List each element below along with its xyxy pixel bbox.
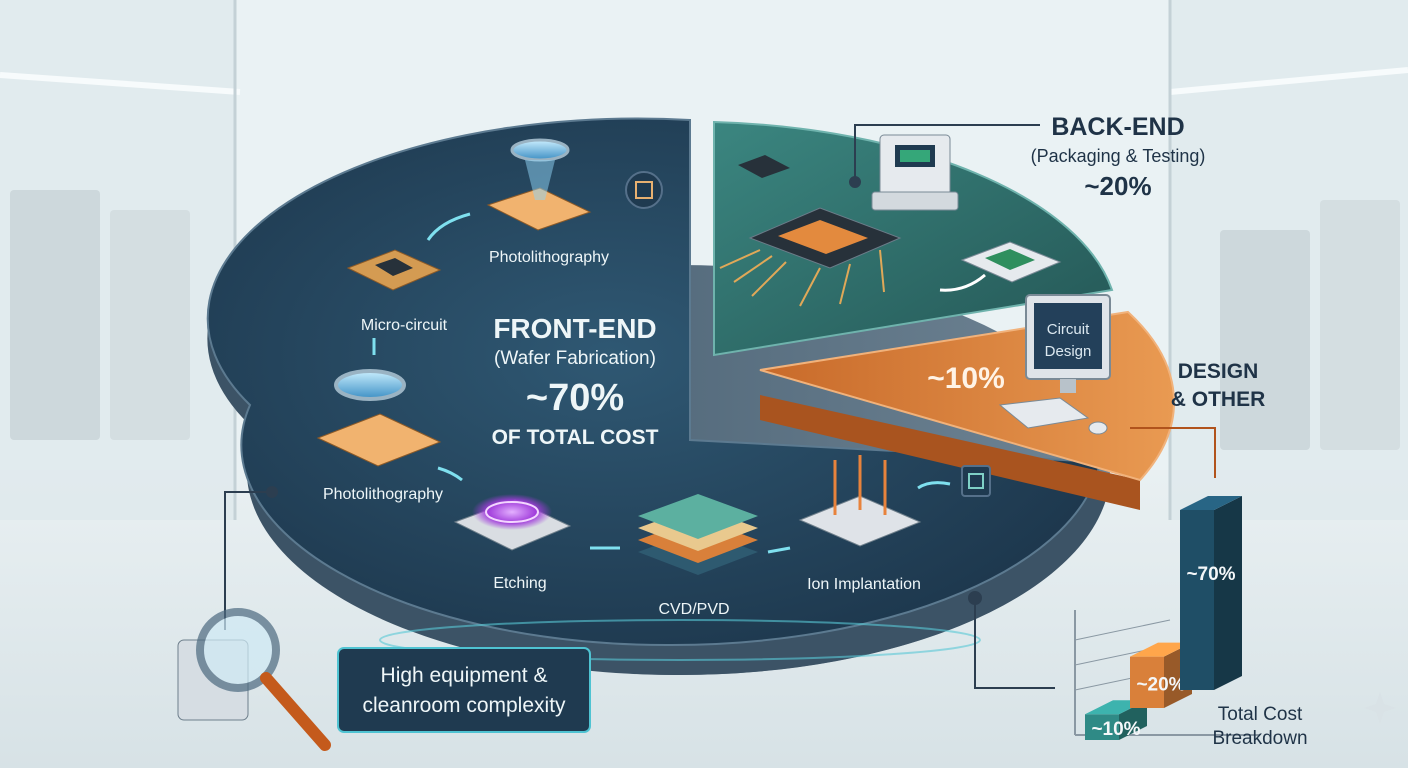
monitor-icon: [998, 294, 1111, 435]
test-board: [960, 241, 1062, 283]
front-end-subtitle: (Wafer Fabrication): [494, 348, 656, 369]
bar-label: ~20%: [1136, 674, 1185, 695]
back-end-subtitle: (Packaging & Testing): [1031, 146, 1206, 166]
etching-device: [453, 494, 572, 551]
back-end-labels: BACK-END (Packaging & Testing) ~20%: [1031, 113, 1206, 201]
packaged-chip: [719, 207, 902, 307]
total-cost-bar-chart: ~10% ~20% ~70%: [1074, 496, 1260, 740]
tester-icon: [871, 134, 959, 211]
step-label-photolithography-1: Photolithography: [489, 249, 609, 266]
bar-label: ~10%: [1091, 719, 1140, 740]
design-title: DESIGN& OTHER: [1171, 360, 1266, 411]
callout-complexity: [224, 486, 591, 733]
pie-slice-back-end: [713, 120, 1114, 357]
callout-text: High equipment &cleanroom complexity: [362, 664, 566, 717]
front-end-percent: ~70%: [526, 377, 624, 419]
back-end-title: BACK-END: [1051, 113, 1184, 141]
micro-circuit-chip: [346, 249, 442, 291]
chip-icon: [625, 171, 663, 209]
step-label-ion-implantation: Ion Implantation: [807, 576, 921, 593]
back-end-flow-arrow: [939, 273, 986, 292]
front-end-labels: FRONT-END (Wafer Fabrication) ~70% OF TO…: [492, 313, 659, 449]
cvd-pvd-layers: [638, 494, 758, 575]
step-label-cvd-pvd: CVD/PVD: [658, 601, 729, 618]
ion-implantation-device: [798, 455, 922, 547]
process-flow-arrows: [372, 212, 951, 554]
design-percent: ~10%: [927, 362, 1005, 395]
step-label-etching: Etching: [493, 575, 546, 592]
front-end-note: OF TOTAL COST: [492, 426, 659, 449]
chip-icon: [961, 465, 991, 497]
step-label-photolithography-2: Photolithography: [323, 486, 443, 503]
bar-label: ~70%: [1186, 564, 1235, 585]
bar-front-end: ~70%: [1180, 496, 1242, 690]
step-labels: Photolithography Micro-circuit Photolith…: [323, 249, 921, 618]
leader-lines: [849, 124, 1216, 689]
back-end-percent: ~20%: [1084, 171, 1151, 201]
front-end-title: FRONT-END: [493, 313, 656, 344]
sparkle-icon: [1364, 692, 1396, 724]
photolithography-device-1: [486, 138, 592, 231]
magnifier-icon: [177, 608, 331, 751]
step-label-micro-circuit: Micro-circuit: [361, 317, 448, 334]
small-chip: [738, 155, 790, 178]
photolithography-device-2: [316, 369, 442, 467]
